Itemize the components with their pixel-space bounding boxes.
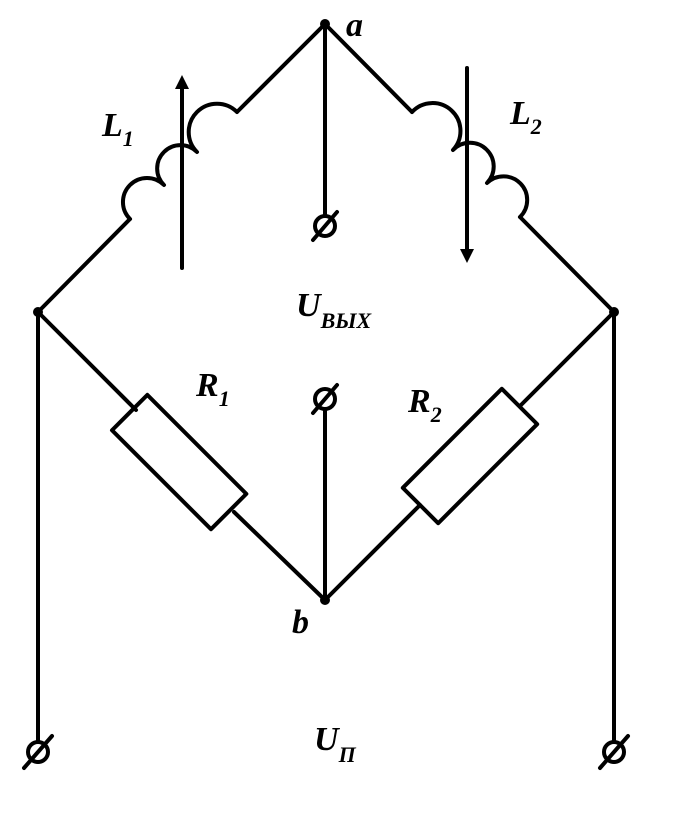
label-r1-main: R (195, 367, 219, 404)
label-l2-main: L (509, 95, 531, 132)
label-output-voltage-main: U (296, 287, 323, 324)
terminal-supply-right (598, 734, 630, 770)
label-node-a: a (346, 7, 363, 44)
label-l1-main: L (101, 107, 123, 144)
label-output-voltage: UВЫХ (296, 287, 373, 333)
label-node-b: b (292, 604, 309, 641)
resistor-r1 (36, 310, 327, 602)
node-right-dot (609, 307, 619, 317)
resistor-r2 (323, 310, 616, 602)
label-supply-voltage: UП (314, 721, 357, 767)
label-r1-sub: 1 (219, 386, 230, 411)
label-l1: L1 (101, 107, 134, 151)
label-l2-sub: 2 (530, 114, 542, 139)
label-output-voltage-sub: ВЫХ (320, 308, 373, 333)
label-supply-voltage-main: U (314, 721, 341, 758)
terminal-supply-left (22, 734, 54, 770)
label-supply-voltage-sub: П (338, 742, 357, 767)
label-l2: L2 (509, 95, 542, 139)
node-left-dot (33, 307, 43, 317)
inductor-l1 (36, 22, 327, 314)
node-a-dot (320, 19, 330, 29)
label-r2-main: R (407, 383, 431, 420)
label-r1: R1 (195, 367, 230, 411)
inductor-l2 (323, 22, 616, 314)
label-r2-sub: 2 (430, 402, 442, 427)
terminal-output-bottom (311, 383, 339, 415)
node-b-dot (320, 595, 330, 605)
terminal-output-top (311, 210, 339, 242)
label-r2: R2 (407, 383, 442, 427)
label-l1-sub: 1 (123, 126, 134, 151)
